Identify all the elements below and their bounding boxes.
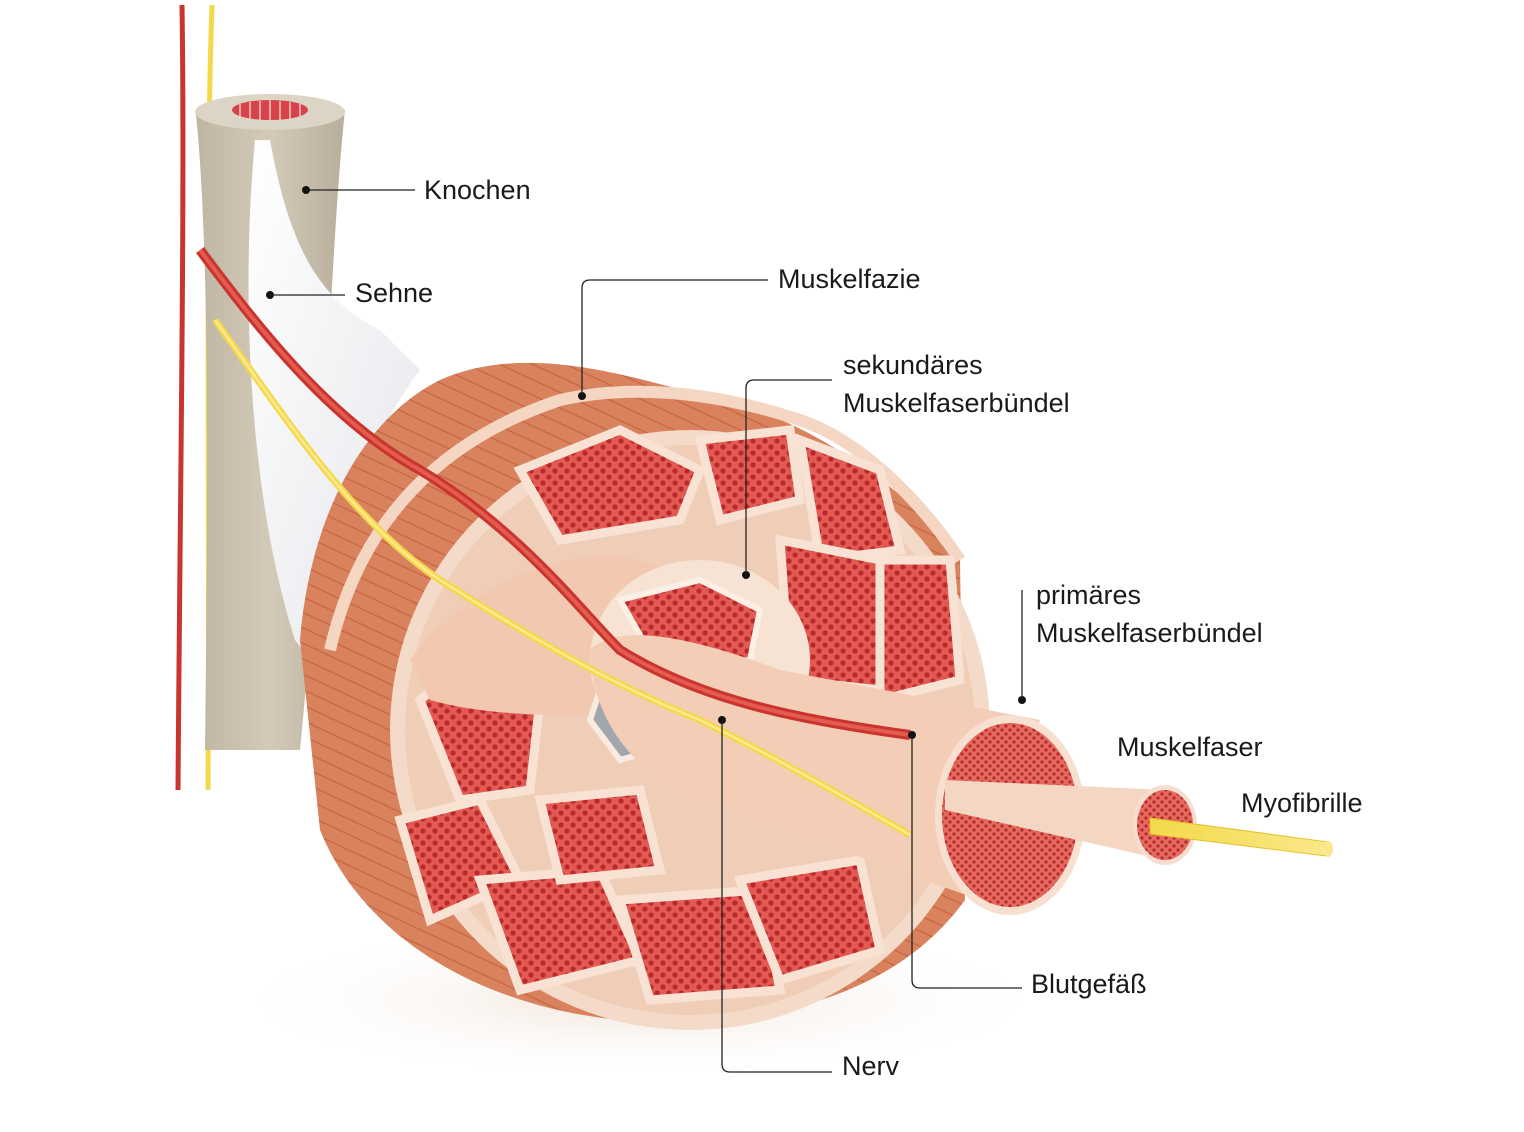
label-nerv: Nerv	[842, 1051, 900, 1081]
label-myofibrille: Myofibrille	[1241, 788, 1363, 818]
secondary-fascicles	[394, 425, 965, 1005]
label-blutgefaess: Blutgefäß	[1031, 969, 1147, 999]
label-muskelfazie: Muskelfazie	[778, 264, 921, 294]
fascicle-extension	[590, 635, 1085, 915]
label-sehne: Sehne	[355, 278, 433, 308]
label-knochen: Knochen	[424, 175, 531, 205]
leader-lines	[266, 186, 1026, 1073]
label-primaeres-line1: primäres	[1036, 580, 1141, 610]
label-sekundaeres-line2: Muskelfaserbündel	[843, 388, 1070, 418]
label-muskelfaser: Muskelfaser	[1117, 732, 1263, 762]
label-primaeres-line2: Muskelfaserbündel	[1036, 618, 1263, 648]
myofibril	[1149, 817, 1333, 857]
label-sekundaeres-line1: sekundäres	[843, 350, 983, 380]
blood-vessel-left	[175, 4, 186, 791]
